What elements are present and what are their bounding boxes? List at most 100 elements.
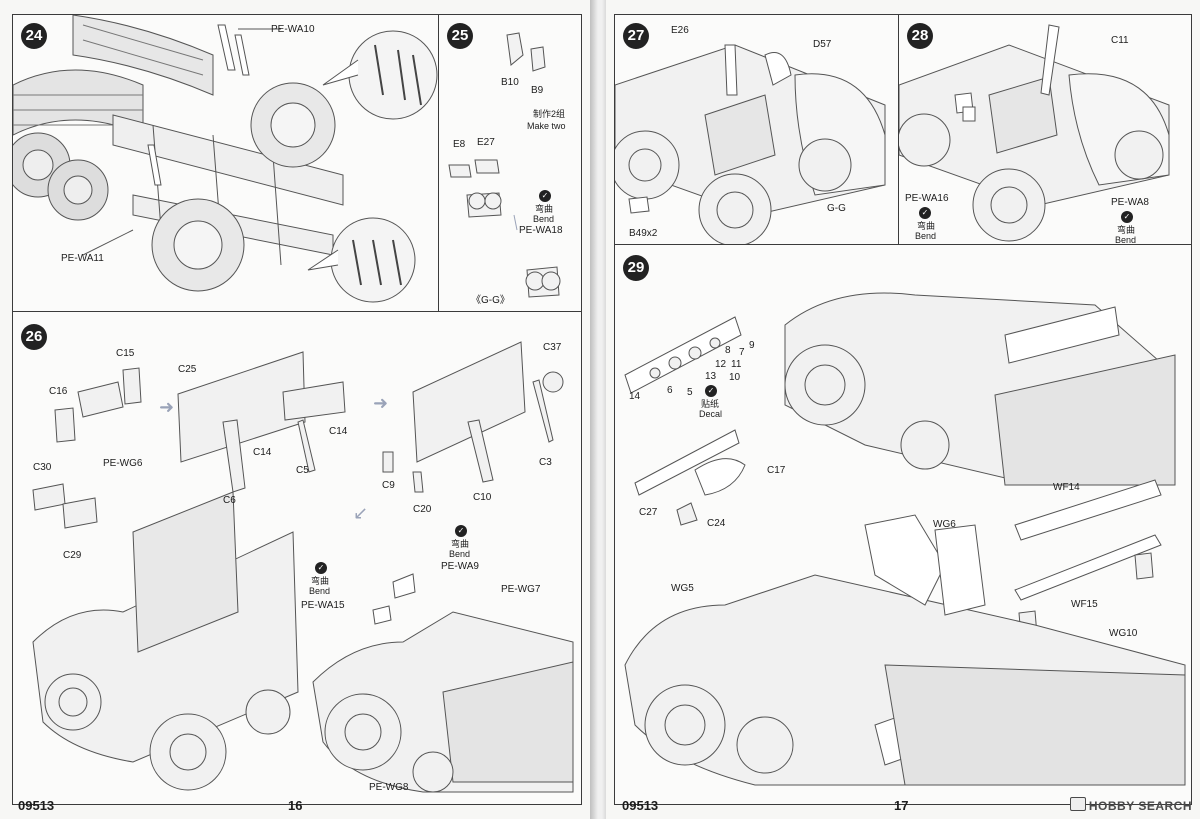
label-bend-cn-28b: 弯曲 (1117, 225, 1136, 235)
label-pe-wg6: PE-WG6 (103, 458, 143, 469)
label-wg5: WG5 (671, 583, 694, 594)
label-c14a: C14 (329, 426, 348, 437)
label-c15: C15 (116, 348, 135, 359)
label-d57: D57 (813, 39, 832, 50)
label-bend-a: Bend (309, 586, 331, 596)
label-wg6: WG6 (933, 519, 956, 530)
product-code-right: 09513 (622, 798, 659, 813)
label-bend-cn-b: 弯曲 (451, 539, 470, 549)
label-gg: G-G (827, 203, 846, 214)
label-pe-wa9: PE-WA9 (441, 561, 479, 572)
label-c27: C27 (639, 507, 658, 518)
instruction-page-16: 24 PE-WA10 PE-WA11 25 B10 B9 制作2组 Make (0, 0, 594, 819)
label-decal: Decal (699, 409, 723, 419)
label-bend-b: Bend (449, 549, 471, 559)
flow-arrow-2: ➜ (373, 393, 389, 413)
label-c11: C11 (1111, 35, 1129, 46)
label-pe-wg8: PE-WG8 (369, 782, 409, 793)
bend-icon-28a: ✓ (919, 207, 931, 219)
label-c10: C10 (473, 492, 492, 503)
label-c16: C16 (49, 386, 68, 397)
label-c9: C9 (382, 480, 395, 491)
label-pe-wa10: PE-WA10 (271, 24, 315, 35)
label-bend-28a: Bend (915, 231, 937, 241)
step-26-number: 26 (21, 324, 47, 350)
label-e27: E27 (477, 137, 495, 148)
label-n8: 8 (725, 345, 731, 356)
label-n7: 7 (739, 347, 745, 358)
watermark-logo-icon (1069, 797, 1086, 811)
label-c3: C3 (539, 457, 552, 468)
label-c30: C30 (33, 462, 52, 473)
label-bend-28b: Bend (1115, 235, 1137, 245)
label-decal-cn: 贴纸 (701, 399, 720, 409)
label-c29: C29 (63, 550, 82, 561)
step-25-illustration (448, 32, 561, 298)
label-pe-wg7: PE-WG7 (501, 584, 541, 595)
label-pe-wa15: PE-WA15 (301, 600, 345, 611)
step-29-illustration (624, 292, 1186, 786)
page-number-right: 17 (894, 798, 909, 813)
step-28-number: 28 (907, 23, 933, 49)
label-c25: C25 (178, 364, 197, 375)
step-26-illustration (32, 341, 574, 793)
step-27-panel: 27 E26 D57 G-G B49x2 (614, 14, 900, 246)
instruction-page-17: 27 E26 D57 G-G B49x2 28 C11 PE-WA16 ✓ 弯曲 (606, 0, 1200, 819)
step-28-panel: 28 C11 PE-WA16 ✓ 弯曲 Bend PE-WA8 ✓ 弯曲 Ben… (898, 14, 1192, 246)
label-bend-cn-28a: 弯曲 (917, 221, 936, 231)
label-c17: C17 (767, 465, 786, 476)
label-bend-cn: 弯曲 (535, 204, 554, 214)
label-bend: Bend (533, 214, 555, 224)
step-25-number: 25 (447, 23, 473, 49)
decal-icon: ✓ (705, 385, 717, 397)
label-e26: E26 (671, 25, 689, 36)
bend-icon-a: ✓ (315, 562, 327, 574)
label-n5: 5 (687, 387, 693, 398)
step-27-illustration (615, 44, 886, 245)
label-c37: C37 (543, 342, 562, 353)
watermark: HOBBY SEARCH (1069, 797, 1192, 813)
step-26-panel: 26 C15 C16 PE-WG6 C30 C29 C25 C14 C14 C5… (12, 311, 582, 805)
label-b9: B9 (531, 85, 544, 96)
label-b10: B10 (501, 77, 519, 88)
watermark-text: HOBBY SEARCH (1088, 799, 1192, 813)
label-pe-wa16: PE-WA16 (905, 193, 949, 204)
label-wf14: WF14 (1053, 482, 1080, 493)
label-n6: 6 (667, 385, 673, 396)
step-24-illustration (13, 15, 438, 303)
label-c24: C24 (707, 518, 726, 529)
product-code-left: 09513 (18, 798, 55, 813)
bend-icon-b: ✓ (455, 525, 467, 537)
label-n10: 10 (729, 372, 741, 383)
label-bend-cn-a: 弯曲 (311, 576, 330, 586)
label-c5: C5 (296, 465, 309, 476)
label-c14b: C14 (253, 447, 272, 458)
flow-arrow-3: ↙ (353, 503, 369, 523)
label-make-two: Make two (527, 121, 566, 131)
label-c20: C20 (413, 504, 432, 515)
label-e8: E8 (453, 139, 466, 150)
bend-icon-28b: ✓ (1121, 211, 1133, 223)
step-29-number: 29 (623, 255, 649, 281)
step-29-panel: 29 9 8 7 12 11 13 10 6 5 14 ✓ 贴纸 Decal C… (614, 244, 1192, 805)
flow-arrow-1: ➜ (159, 397, 175, 417)
book-gutter (590, 0, 610, 819)
step-27-number: 27 (623, 23, 649, 49)
step-25-panel: 25 B10 B9 制作2组 Make two E8 E27 ✓ 弯曲 Bend… (438, 14, 582, 313)
step-28-illustration (899, 24, 1170, 242)
step-24-number: 24 (21, 23, 47, 49)
label-pe-wa8: PE-WA8 (1111, 197, 1149, 208)
label-wg10: WG10 (1109, 628, 1138, 639)
label-n11: 11 (731, 359, 742, 370)
page-number-left: 16 (288, 798, 303, 813)
label-make-two-cn: 制作2组 (533, 109, 566, 119)
label-n12: 12 (715, 359, 727, 370)
label-pe-wa11: PE-WA11 (61, 253, 104, 264)
label-n14: 14 (629, 391, 641, 402)
bend-icon: ✓ (539, 190, 551, 202)
label-wf15: WF15 (1071, 599, 1098, 610)
label-c6: C6 (223, 495, 236, 506)
label-view-gg: 《G-G》 (471, 295, 510, 306)
label-n13: 13 (705, 371, 717, 382)
label-n9: 9 (749, 340, 755, 351)
